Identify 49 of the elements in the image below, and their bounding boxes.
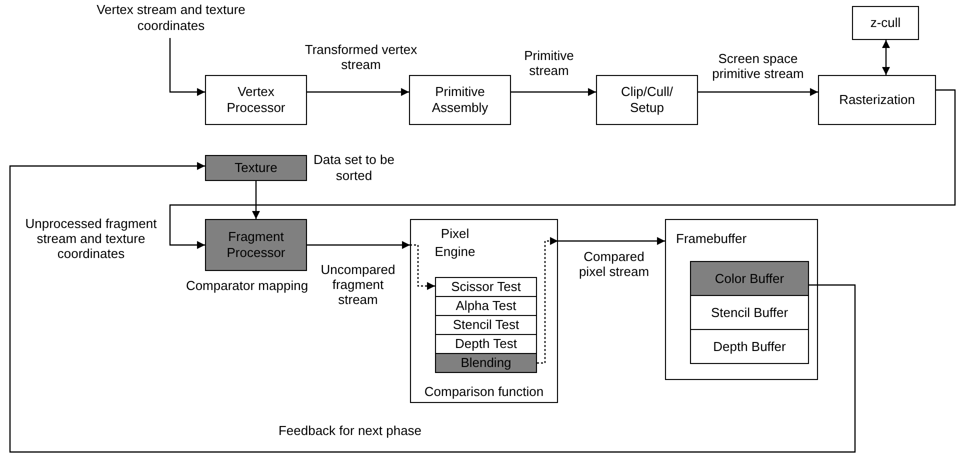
stage-row <box>435 296 537 316</box>
group-box <box>410 219 558 403</box>
group-title: Framebuffer <box>676 230 747 248</box>
dotted-arrow <box>537 237 558 364</box>
arrow <box>558 237 665 245</box>
stage-label: Scissor Test <box>451 279 521 295</box>
stage-row <box>435 315 537 335</box>
process-box <box>409 75 511 125</box>
box-label: Fragment Processor <box>226 229 286 261</box>
arrow <box>169 89 956 249</box>
input-label: Vertex stream and texture coordinates <box>96 2 246 34</box>
stage-label: Alpha Test <box>456 298 516 314</box>
arrow <box>252 181 260 219</box>
arrow <box>169 38 205 96</box>
arrow <box>511 88 596 96</box>
dotted-arrow <box>410 244 435 290</box>
process-box <box>852 6 919 40</box>
stage-label: Stencil Test <box>452 317 520 333</box>
arrow <box>307 241 410 249</box>
buffer-row <box>690 261 809 296</box>
process-box <box>205 75 307 125</box>
buffer-row <box>690 329 809 364</box>
arrow <box>9 162 856 453</box>
box-label: Rasterization <box>839 92 915 108</box>
box-label: Primitive Assembly <box>430 84 490 116</box>
stage-label: Depth Test <box>455 336 517 352</box>
box-label: Clip/Cull/ Setup <box>620 84 674 116</box>
buffer-row <box>690 295 809 330</box>
process-box <box>818 75 936 125</box>
group-caption: Comparison function <box>423 383 545 401</box>
box-label: Texture <box>234 160 278 176</box>
process-box <box>205 155 307 181</box>
node-caption: Data set to be sorted <box>313 152 395 184</box>
arrow <box>698 88 818 96</box>
arrow <box>882 40 890 75</box>
arrow <box>307 88 409 96</box>
stage-label: Blending <box>460 355 512 371</box>
stage-row <box>435 277 537 297</box>
box-label: Vertex Processor <box>226 84 286 116</box>
group-box <box>665 219 818 380</box>
box-label: z-cull <box>870 15 901 31</box>
node-caption: Comparator mapping <box>184 278 310 294</box>
process-box <box>205 219 307 271</box>
stage-label: Stencil Buffer <box>710 304 788 320</box>
stage-row <box>435 353 537 373</box>
stage-label: Color Buffer <box>714 270 784 286</box>
stage-label: Depth Buffer <box>713 338 786 354</box>
group-title: Pixel Engine <box>434 225 476 261</box>
process-box <box>596 75 698 125</box>
